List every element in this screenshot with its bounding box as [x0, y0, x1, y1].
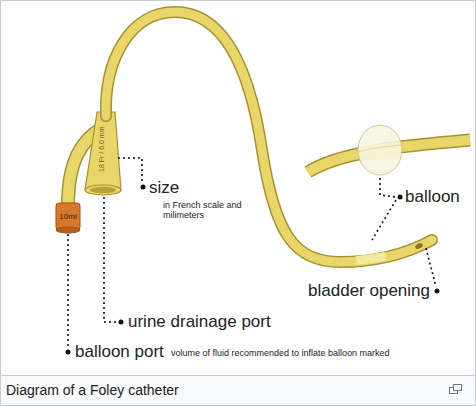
note-text: in French scale and milimeters: [163, 200, 255, 221]
leader-lines: [68, 158, 436, 348]
balloon-inset: [308, 125, 470, 175]
enlarge-icon: [450, 385, 462, 394]
part-label: bladder opening: [308, 281, 430, 301]
caption-bar: [1, 376, 476, 406]
part-label: balloon port: [75, 342, 164, 362]
figure-frame: [1, 1, 476, 376]
balloon-band: [356, 252, 387, 265]
size-marking: 18 Fr / 6.0 mm: [98, 126, 106, 172]
part-label: urine drainage port: [128, 312, 271, 332]
bladder-opening: [414, 242, 423, 250]
drainage-funnel: [85, 112, 121, 190]
part-label: size: [149, 178, 179, 198]
part-label: balloon: [405, 187, 460, 207]
volume-marking: 10ml: [59, 212, 76, 221]
catheter-tube: [106, 12, 432, 262]
figure-caption: Diagram of a Foley catheter: [6, 382, 179, 398]
leader-dots: [66, 185, 440, 355]
note-text: volume of fluid recommended to inflate b…: [171, 348, 390, 358]
balloon-port-cap: [56, 203, 80, 230]
